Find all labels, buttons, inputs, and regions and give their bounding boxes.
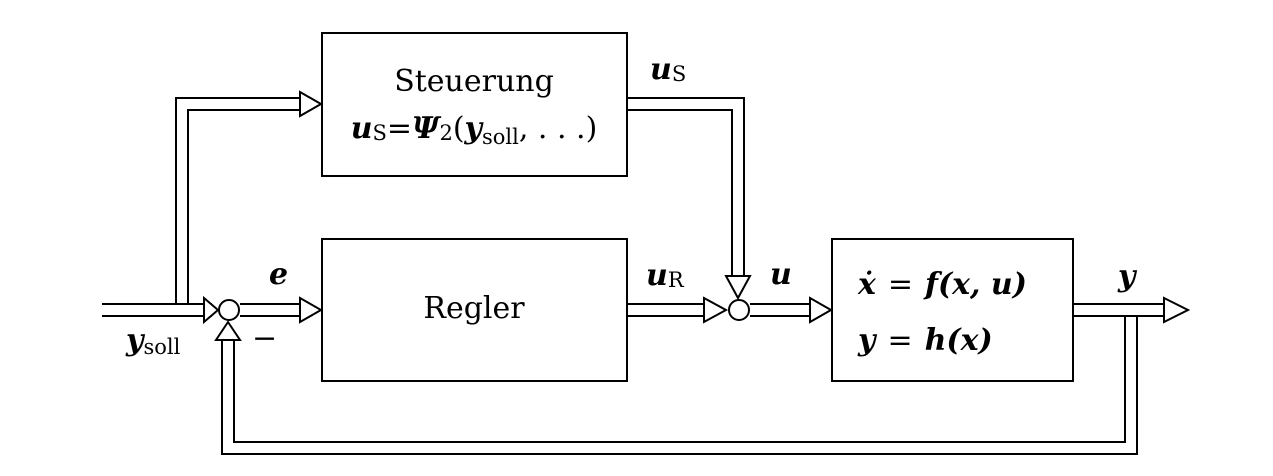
error-line bbox=[240, 303, 306, 317]
steuerung-title: Steuerung bbox=[394, 64, 554, 99]
label-y-output: y bbox=[1117, 259, 1138, 294]
summing-junction-input bbox=[728, 299, 750, 321]
label-u-r: uR bbox=[646, 258, 685, 293]
label-y-soll: ysoll bbox=[125, 323, 181, 359]
arrow-head-sum2-left-in bbox=[703, 296, 729, 324]
feedback-line bbox=[221, 316, 1138, 455]
arrow-head-output bbox=[1163, 296, 1191, 324]
input-line bbox=[102, 303, 212, 317]
label-e: e bbox=[269, 257, 288, 292]
feedforward-branch-line bbox=[175, 97, 306, 304]
arrow-head-sum1-in bbox=[203, 295, 220, 325]
steuerung-block: Steuerung uS=Ψ2(ysoll, . . .) bbox=[321, 32, 628, 177]
arrow-head-steuerung-in bbox=[299, 90, 324, 118]
arrow-head-plant-in bbox=[809, 296, 834, 324]
plant-equation-state: ẋ=f(x, u) bbox=[857, 267, 1027, 302]
label-u: u bbox=[770, 257, 792, 292]
u-s-line bbox=[627, 97, 745, 278]
label-u-s: uS bbox=[650, 52, 686, 87]
signal-lines bbox=[102, 97, 1168, 455]
regler-title: Regler bbox=[423, 291, 525, 326]
steuerung-equation: uS=Ψ2(ysoll, . . .) bbox=[351, 111, 598, 149]
arrow-head-feedback-in bbox=[214, 320, 242, 341]
output-line bbox=[1073, 303, 1168, 317]
plant-equation-output: y=h(x) bbox=[857, 323, 993, 358]
arrow-heads bbox=[203, 90, 1191, 341]
regler-block: Regler bbox=[321, 238, 628, 382]
arrow-head-sum2-top-in bbox=[724, 275, 752, 301]
summing-junction-error bbox=[218, 299, 240, 321]
label-feedback-sign: − bbox=[252, 321, 277, 356]
u-r-line bbox=[627, 303, 710, 317]
u-line bbox=[750, 303, 814, 317]
arrow-head-regler-in bbox=[299, 296, 324, 324]
plant-block: ẋ=f(x, u) y=h(x) bbox=[831, 238, 1074, 382]
